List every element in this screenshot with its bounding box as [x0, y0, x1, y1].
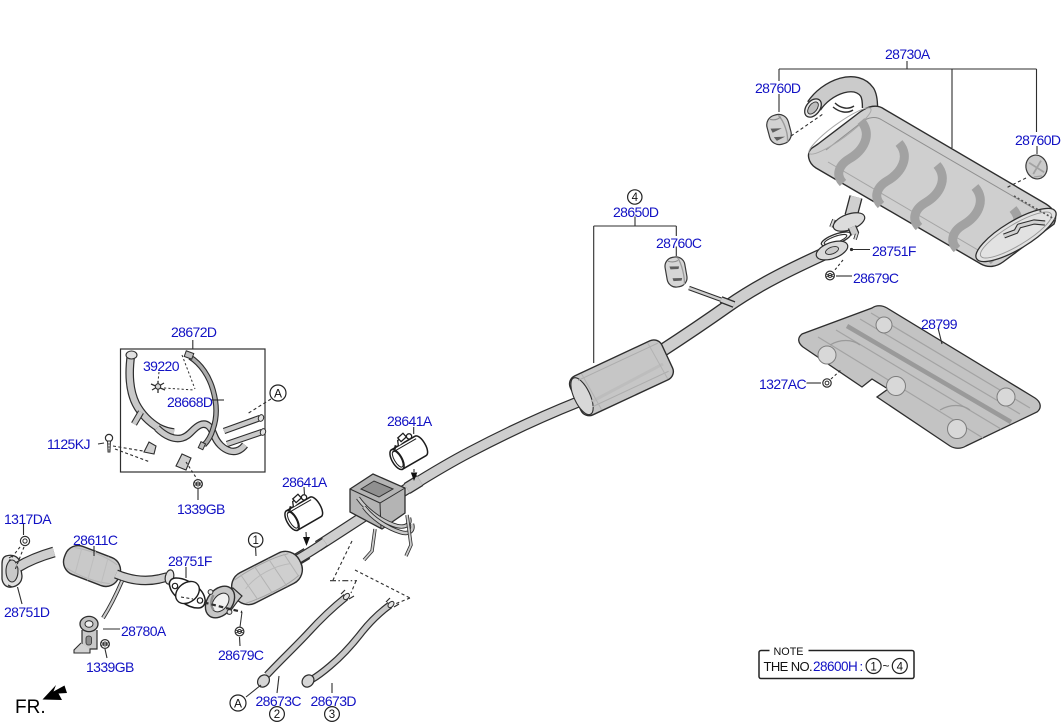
svg-text:28751F: 28751F	[872, 243, 916, 259]
svg-text:A: A	[274, 387, 282, 401]
svg-text:1339GB: 1339GB	[177, 501, 225, 517]
svg-text:28641A: 28641A	[282, 474, 328, 490]
svg-text:28673D: 28673D	[311, 693, 357, 709]
svg-text:1: 1	[870, 661, 876, 673]
svg-text:28730A: 28730A	[885, 46, 931, 62]
svg-text::: :	[860, 659, 864, 674]
svg-text:28751D: 28751D	[4, 604, 50, 620]
svg-text:28679C: 28679C	[218, 647, 264, 663]
svg-text:1339GB: 1339GB	[86, 659, 134, 675]
svg-text:2: 2	[274, 709, 280, 721]
svg-text:28679C: 28679C	[853, 270, 899, 286]
svg-text:28600H: 28600H	[813, 659, 857, 674]
svg-text:A: A	[234, 697, 242, 711]
svg-text:28799: 28799	[921, 316, 958, 332]
svg-text:~: ~	[883, 659, 890, 673]
svg-text:28641A: 28641A	[387, 413, 433, 429]
svg-text:28760D: 28760D	[755, 80, 801, 96]
svg-text:28780A: 28780A	[121, 623, 167, 639]
svg-text:3: 3	[329, 709, 335, 721]
svg-text:28672D: 28672D	[171, 324, 217, 340]
svg-text:1327AC: 1327AC	[759, 376, 806, 392]
svg-text:28650D: 28650D	[613, 204, 659, 220]
svg-text:28673C: 28673C	[256, 693, 302, 709]
svg-text:39220: 39220	[143, 358, 180, 374]
svg-text:FR.: FR.	[15, 697, 46, 718]
svg-text:28760C: 28760C	[656, 235, 702, 251]
svg-text:28760D: 28760D	[1015, 132, 1061, 148]
svg-text:1125KJ: 1125KJ	[47, 436, 90, 452]
svg-text:1: 1	[252, 535, 258, 547]
svg-text:28751F: 28751F	[168, 553, 212, 569]
svg-text:28668D: 28668D	[167, 394, 213, 410]
svg-text:4: 4	[632, 192, 639, 204]
svg-text:4: 4	[897, 661, 904, 673]
svg-text:28611C: 28611C	[73, 532, 118, 548]
svg-text:NOTE: NOTE	[774, 646, 804, 658]
svg-text:THE NO.: THE NO.	[764, 659, 813, 674]
svg-text:1317DA: 1317DA	[4, 511, 52, 527]
